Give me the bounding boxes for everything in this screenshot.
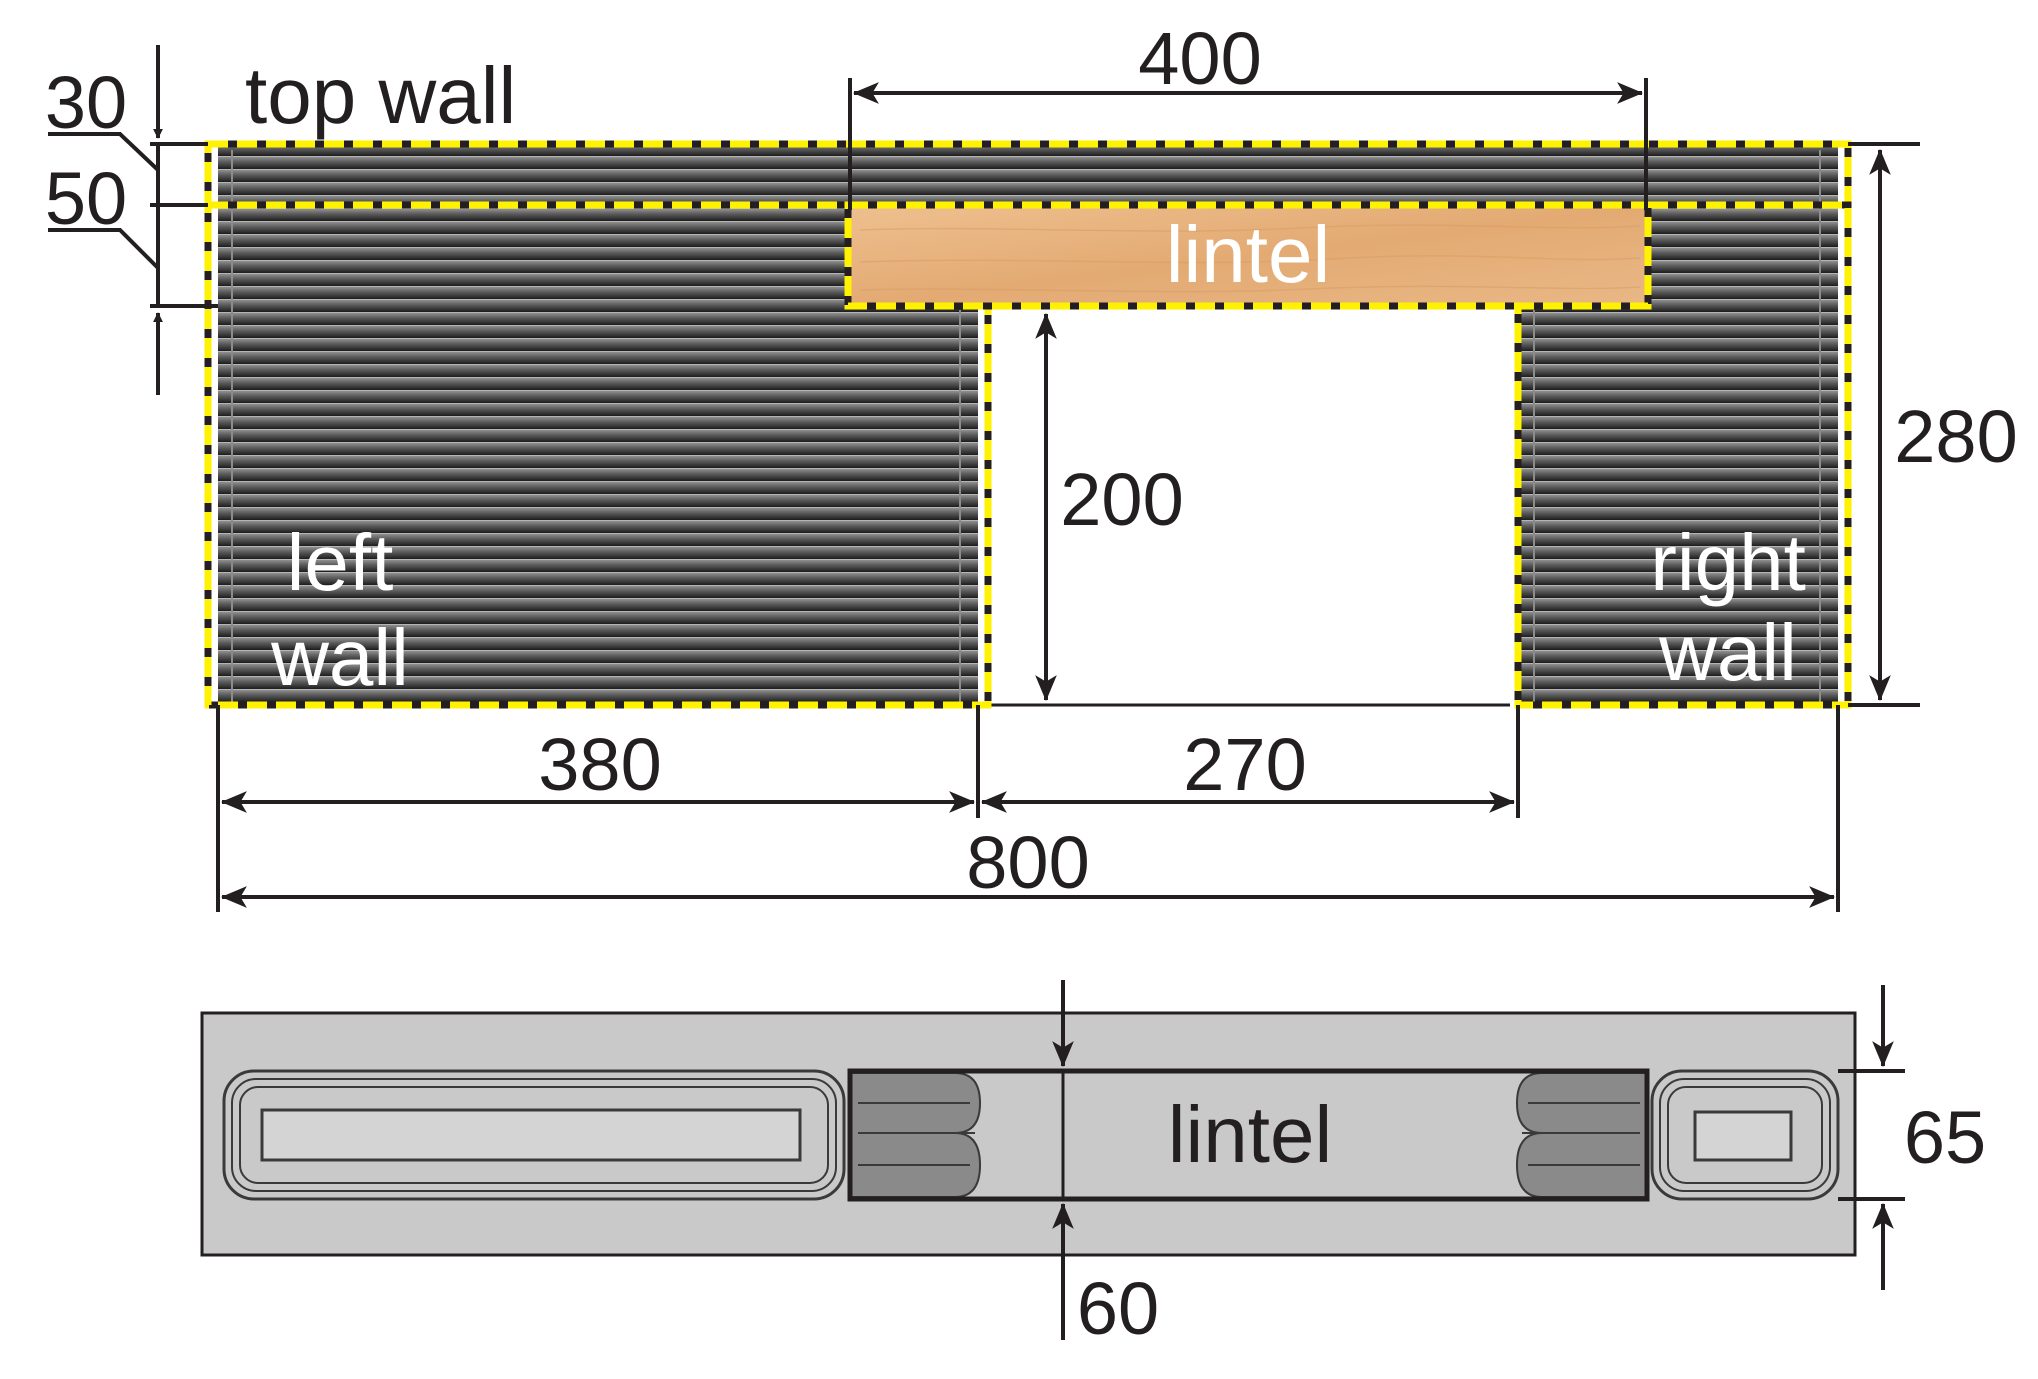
total-length-value: 800 <box>966 821 1089 904</box>
plan-view: lintel 60 65 <box>200 980 1986 1350</box>
top-wall-thickness-dimension <box>48 45 218 395</box>
plan-lintel-outline <box>847 1068 1650 1202</box>
elevation-view: top wall lintel left wall right wall 30 … <box>45 17 2018 912</box>
opening-width-value: 270 <box>1183 723 1306 806</box>
lintel-width-value: 60 <box>1077 1267 1159 1350</box>
plan-right-wall <box>1650 1069 1840 1201</box>
left-wall-label-line2: wall <box>270 613 409 702</box>
lintel-grain <box>859 224 1641 293</box>
opening-height-value: 200 <box>1060 458 1183 541</box>
lintel-thickness-value: 50 <box>45 157 127 240</box>
left-wall-length-value: 380 <box>538 723 661 806</box>
wall-width-dimension <box>1838 985 1905 1290</box>
lintel-length-value: 400 <box>1138 17 1261 100</box>
lintel-label: lintel <box>1166 210 1331 299</box>
length-dimensions <box>216 705 1840 912</box>
plan-lintel-label: lintel <box>1168 1090 1333 1179</box>
left-wall-label-line1: left <box>287 518 394 607</box>
plan-lintel-supports <box>849 1072 1648 1198</box>
lintel-length-dimension <box>848 78 1648 210</box>
total-height-value: 280 <box>1894 395 2017 478</box>
total-height-dimension <box>1848 142 1920 707</box>
plan-lintel <box>847 1068 1650 1202</box>
wall-width-value: 65 <box>1904 1096 1986 1179</box>
top-wall <box>218 144 1838 205</box>
top-wall-thickness-value: 30 <box>45 61 127 144</box>
top-wall-label: top wall <box>245 51 516 140</box>
right-wall-label-line1: right <box>1650 518 1806 607</box>
right-wall-label-line2: wall <box>1658 608 1797 697</box>
door-opening <box>988 308 1510 705</box>
plan-left-wall <box>222 1069 846 1201</box>
wall-edge-rounding <box>231 150 1821 705</box>
